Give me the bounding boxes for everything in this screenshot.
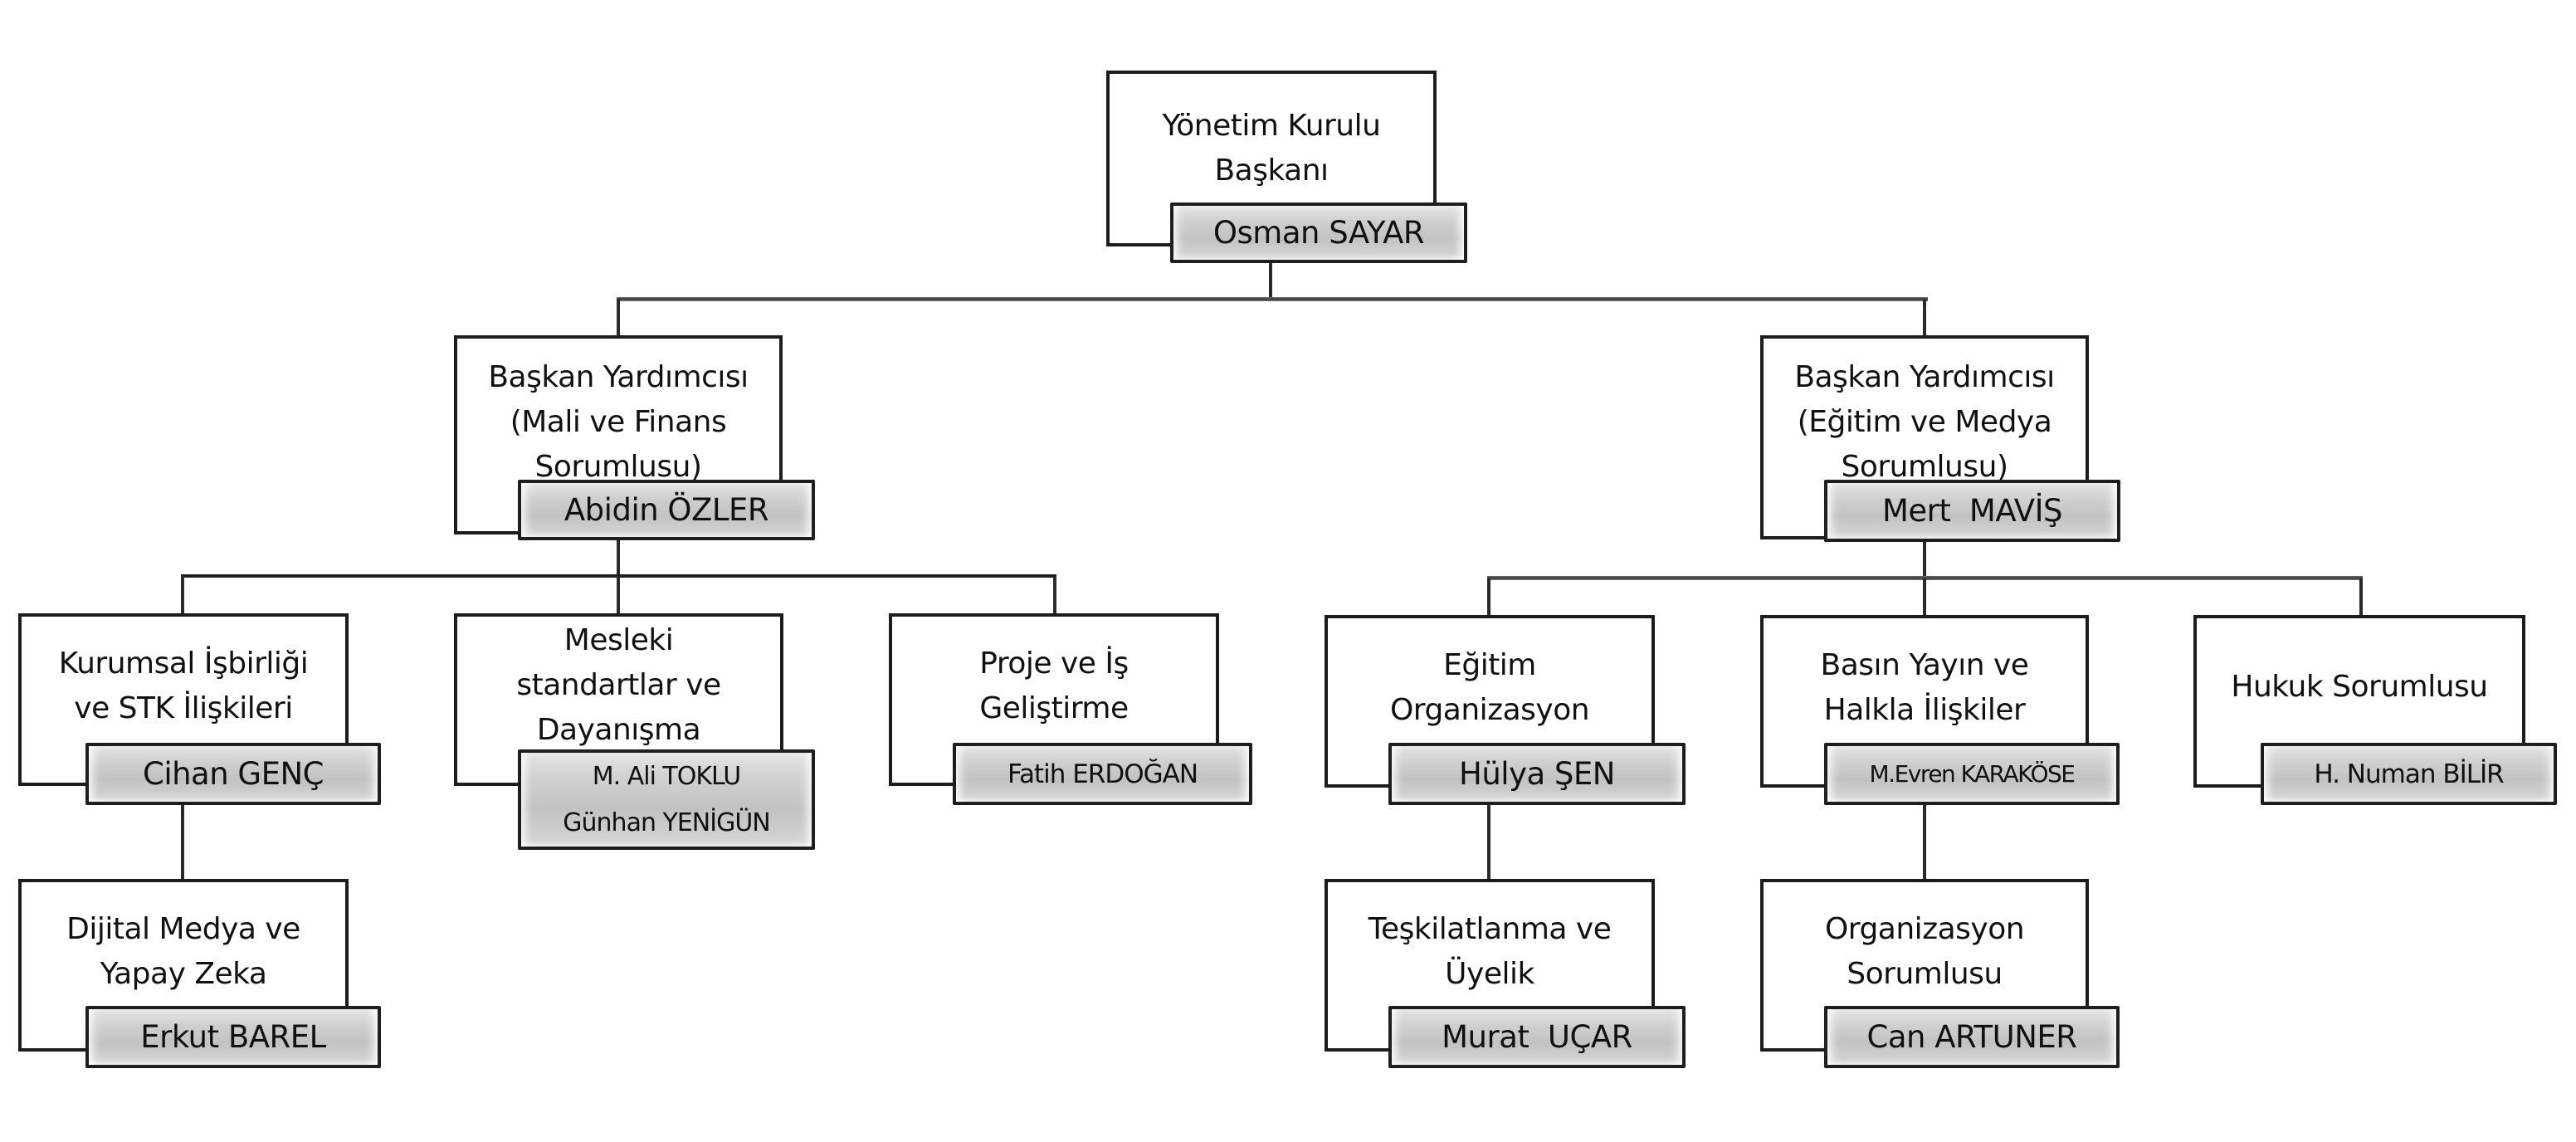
- connector-unit-kurumsal-up: [181, 576, 184, 614]
- connector-egitim-teskilat: [1487, 805, 1490, 880]
- connector-unit-basin-up: [1923, 578, 1926, 616]
- role-title: Başkan Yardımcısı (Eğitim ve Medya Sorum…: [1794, 360, 2055, 484]
- role-title: Eğitim Organizasyon: [1389, 648, 1590, 727]
- role-title: Kurumsal İşbirliği ve STK İlişkileri: [58, 647, 309, 725]
- person-name: M. Ali TOKLU: [592, 761, 741, 791]
- role-title: Dijital Medya ve Yapay Zeka: [66, 912, 300, 991]
- name-tag-mesleki-standartlar[interactable]: M. Ali TOKLU Günhan YENİGÜN: [518, 749, 815, 850]
- name-tag-murat-ucar[interactable]: Murat UÇAR: [1388, 1006, 1686, 1068]
- name-tag-cihan-genc[interactable]: Cihan GENÇ: [85, 743, 381, 805]
- name-tag-erkut-barel[interactable]: Erkut BAREL: [85, 1006, 381, 1068]
- name-tag-can-artuner[interactable]: Can ARTUNER: [1824, 1006, 2120, 1068]
- connector-level1: [617, 297, 1928, 301]
- role-box-baskan-yardimcisi-mali-finans[interactable]: Başkan Yardımcısı (Mali ve Finans Soruml…: [454, 335, 783, 534]
- person-name: Fatih ERDOĞAN: [1007, 759, 1198, 789]
- connector-unit-egitim-up: [1487, 578, 1490, 616]
- connector-unit-proje-up: [1053, 576, 1056, 614]
- person-name: Erkut BAREL: [140, 1018, 326, 1055]
- person-name: Abidin ÖZLER: [564, 491, 769, 528]
- person-name: M.Evren KARAKÖSE: [1869, 759, 2076, 788]
- name-tag-hulya-sen[interactable]: Hülya ŞEN: [1388, 743, 1686, 805]
- person-name: Osman SAYAR: [1212, 214, 1425, 251]
- connector-basin-organizasyon: [1923, 805, 1926, 880]
- connector-vp1-up: [617, 299, 620, 337]
- connector-unit-hukuk-up: [2359, 578, 2363, 616]
- role-title: Yönetim Kurulu Başkanı: [1162, 109, 1381, 188]
- connector-vp2-units: [1487, 576, 2363, 580]
- name-tag-fatih-erdogan[interactable]: Fatih ERDOĞAN: [953, 743, 1252, 805]
- person-name: H. Numan BİLİR: [2314, 759, 2504, 789]
- role-title: Mesleki standartlar ve Dayanışma: [516, 623, 721, 747]
- person-name: Mert MAVİŞ: [1881, 492, 2063, 529]
- person-name: Hülya ŞEN: [1459, 755, 1615, 792]
- person-name: Can ARTUNER: [1866, 1018, 2078, 1055]
- role-title: Basın Yayın ve Halkla İlişkiler: [1820, 648, 2029, 727]
- connector-unit-mesleki-up: [617, 576, 620, 614]
- role-title: Organizasyon Sorumlusu: [1824, 912, 2025, 991]
- connector-vp2-down: [1923, 542, 1926, 579]
- connector-root-down: [1269, 263, 1272, 300]
- role-title: Proje ve İş Geliştirme: [979, 647, 1129, 725]
- name-tag-numan-bilir[interactable]: H. Numan BİLİR: [2261, 743, 2557, 805]
- person-name: Cihan GENÇ: [142, 755, 324, 792]
- person-name: Günhan YENİGÜN: [563, 808, 770, 837]
- role-title: Teşkilatlanma ve Üyelik: [1368, 912, 1612, 991]
- connector-vp2-up: [1923, 299, 1926, 337]
- name-tag-evren-karakose[interactable]: M.Evren KARAKÖSE: [1824, 743, 2120, 805]
- person-name: Murat UÇAR: [1442, 1018, 1632, 1055]
- name-tag-abidin-ozler[interactable]: Abidin ÖZLER: [518, 480, 815, 540]
- name-tag-mert-mavis[interactable]: Mert MAVİŞ: [1824, 480, 2120, 542]
- role-title: Hukuk Sorumlusu: [2231, 670, 2488, 704]
- connector-vp1-down: [617, 540, 620, 578]
- name-tag-osman-sayar[interactable]: Osman SAYAR: [1170, 203, 1467, 263]
- connector-kurumsal-dijital: [181, 805, 184, 880]
- role-title: Başkan Yardımcısı (Mali ve Finans Soruml…: [488, 360, 749, 484]
